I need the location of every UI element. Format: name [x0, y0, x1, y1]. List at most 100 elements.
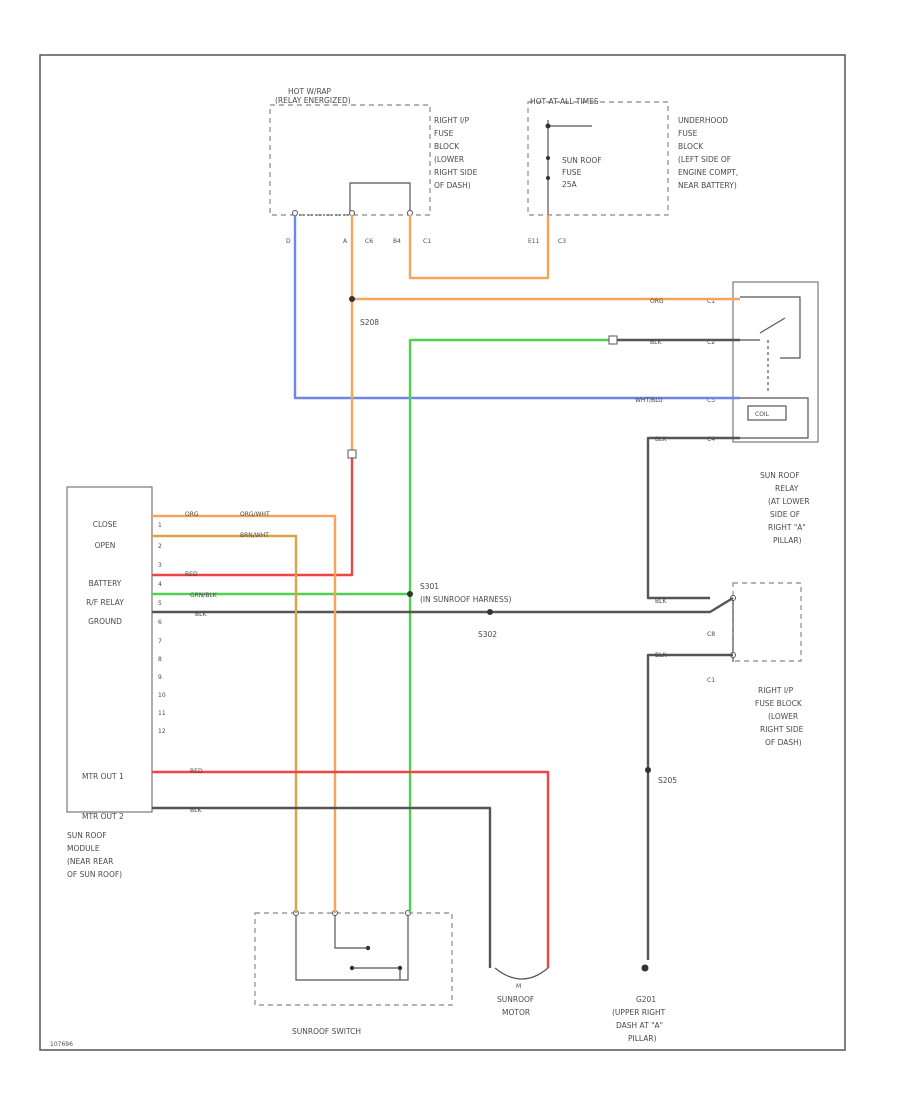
- switch-open-contact: [352, 967, 401, 980]
- pin-c1: C1: [423, 238, 431, 245]
- wire-label-org-relay: ORG: [650, 298, 664, 305]
- relay-desc-2: (AT LOWER: [768, 497, 810, 506]
- wire-orange-c1: [408, 215, 550, 280]
- ground-desc-2: DASH AT "A": [616, 1021, 663, 1030]
- wire-label-blk-mtr2: BLK: [190, 807, 202, 814]
- wire-red-mtr1: [152, 770, 550, 968]
- right-fuse-desc-0: RIGHT I/P: [758, 686, 794, 695]
- splice-s301: [407, 591, 413, 597]
- relay-desc-3: SIDE OF: [770, 510, 800, 519]
- module-pin-number-11: 11: [158, 710, 166, 717]
- pin-d: D: [286, 238, 291, 245]
- relay-contact-wire: [740, 296, 801, 359]
- relay-coil-label: COIL: [755, 411, 770, 418]
- switch-common: [295, 913, 409, 981]
- hot-fuse-desc-5: OF DASH): [434, 181, 471, 190]
- splice-s301-label: S301: [420, 582, 439, 591]
- relay-desc-5: PILLAR): [773, 536, 802, 545]
- wire-label-red-battery: RED: [185, 571, 198, 578]
- ground-desc-3: PILLAR): [628, 1034, 657, 1043]
- sunroof-switch: SUNROOF SWITCH: [254, 910, 453, 1036]
- wire-black-mtr2: [152, 806, 492, 968]
- wire-layer: [152, 215, 740, 968]
- splice-s205: [645, 767, 651, 773]
- pin-e11: E11: [528, 238, 540, 245]
- relay-pin-c1: C1: [707, 298, 715, 305]
- hot-fuse-desc-4: RIGHT SIDE: [434, 168, 478, 177]
- ground-desc-1: (UPPER RIGHT: [612, 1008, 666, 1017]
- wire-blue-d: [293, 215, 740, 400]
- module-pin-number-5: 5: [158, 600, 162, 607]
- wire-orange-close: [152, 514, 337, 913]
- module-pin-number-9: 9: [158, 674, 162, 681]
- switch-contact-2: [349, 965, 355, 971]
- splice-s208-label: S208: [360, 318, 379, 327]
- right-ip-fuse-block-top: HOT W/RAP (RELAY ENERGIZED) RIGHT I/P FU…: [269, 87, 478, 245]
- underhood-fuse-node: [545, 123, 551, 129]
- module-pin-number-6: 6: [158, 619, 162, 626]
- wire-green-relay: [408, 338, 610, 913]
- wire-label-blk-coil: BLK: [655, 436, 667, 443]
- right-ip-fuse-block-lower: C8 C1 RIGHT I/P FUSE BLOCK (LOWER RIGHT …: [707, 582, 804, 747]
- hot-fuse-term-c1: [407, 210, 413, 216]
- underhood-desc-5: NEAR BATTERY): [678, 181, 737, 190]
- module-pin-number-7: 7: [158, 638, 162, 645]
- underhood-desc-4: ENGINE COMPT,: [678, 168, 738, 177]
- switch-box: [254, 912, 453, 1006]
- hot-fuse-title: HOT W/RAP: [288, 87, 331, 96]
- wire-label-grn-blk: GRN/BLK: [190, 592, 218, 599]
- wire-label-blk-c8: BLK: [655, 598, 667, 605]
- underhood-fuse-block: HOT AT ALL TIMES SUN ROOF FUSE 25A UNDER…: [527, 97, 738, 245]
- module-pin-number-2: 2: [158, 543, 162, 550]
- module-pin-label-6: GROUND: [88, 617, 122, 626]
- wire-red-battery: [152, 458, 354, 577]
- wire-label-blk-c1: BLK: [655, 652, 667, 659]
- wire-label-brn-wht: BRN/WHT: [240, 532, 269, 539]
- module-pin-number-1: 1: [158, 522, 162, 529]
- sunroof-relay: COIL C1 C2 C3 C4 SUN ROOF RELAY (AT LOWE…: [707, 281, 819, 545]
- hot-fuse-term-a: [349, 210, 355, 216]
- module-desc-3: OF SUN ROOF): [67, 870, 122, 879]
- motor-label-1: MOTOR: [502, 1008, 530, 1017]
- motor-pin-label: M: [516, 983, 521, 990]
- right-fuse-box: [732, 582, 802, 662]
- module-box: [66, 486, 153, 813]
- relay-outer-box: [732, 281, 819, 443]
- switch-label: SUNROOF SWITCH: [292, 1027, 361, 1036]
- relay-pin-c2: C2: [707, 339, 715, 346]
- sunroof-motor: M SUNROOF MOTOR: [494, 967, 549, 1017]
- hot-fuse-desc-1: FUSE: [434, 129, 454, 138]
- right-fuse-pin-c8: C8: [707, 631, 715, 638]
- sunroof-fuse-label: SUN ROOF: [562, 156, 602, 165]
- right-fuse-desc-4: OF DASH): [765, 738, 802, 747]
- splice-s208: [349, 296, 355, 302]
- wire-tan-open: [152, 534, 298, 913]
- module-pin-number-3: 3: [158, 562, 162, 569]
- hot-fuse-desc-3: (LOWER: [434, 155, 464, 164]
- module-pin-label-4: BATTERY: [89, 579, 122, 588]
- hot-fuse-desc-0: RIGHT I/P: [434, 116, 470, 125]
- right-fuse-desc-3: RIGHT SIDE: [760, 725, 804, 734]
- module-pin-label-5: R/F RELAY: [86, 598, 124, 607]
- switch-contact-1: [365, 945, 371, 951]
- module-pin-label-14: MTR OUT 2: [82, 812, 124, 821]
- relay-desc-1: RELAY: [775, 484, 799, 493]
- module-pin-number-8: 8: [158, 656, 162, 663]
- underhood-fuse-title: HOT AT ALL TIMES: [530, 97, 599, 106]
- relay-desc-0: SUN ROOF: [760, 471, 800, 480]
- relay-coil-wire: [740, 397, 809, 439]
- module-pin-label-2: OPEN: [95, 541, 116, 550]
- relay-desc-4: RIGHT "A": [768, 523, 806, 532]
- connector-c2-marker: [608, 335, 618, 345]
- module-pin-label-13: MTR OUT 1: [82, 772, 124, 781]
- module-pin-label-1: CLOSE: [93, 520, 118, 529]
- wire-label-blk-ground: BLK: [195, 611, 207, 618]
- splice-s301-note: (IN SUNROOF HARNESS): [420, 595, 512, 604]
- splice-s205-label: S205: [658, 776, 677, 785]
- wire-label-org-wht: ORG/WHT: [240, 511, 270, 518]
- right-fuse-desc-1: FUSE BLOCK: [755, 699, 803, 708]
- relay-pin-c4: C4: [707, 436, 715, 443]
- motor-label-0: SUNROOF: [497, 995, 534, 1004]
